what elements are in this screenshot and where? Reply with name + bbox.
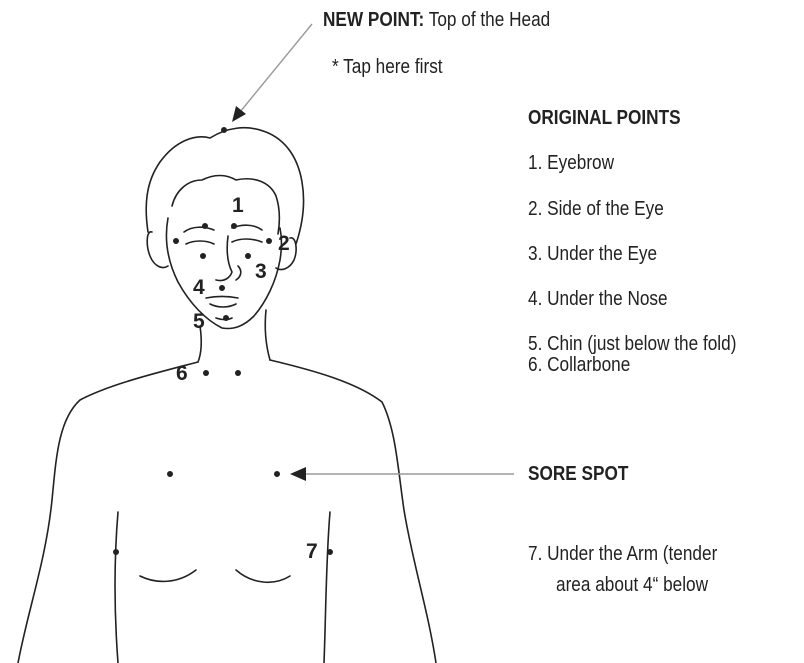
under-arm-line-1: 7. Under the Arm (tender bbox=[528, 542, 717, 566]
left-shoulder-arm bbox=[18, 362, 198, 663]
original-point-2: 2. Side of the Eye bbox=[528, 197, 664, 221]
figure-label-1: 1 bbox=[232, 194, 244, 217]
original-point-6: 6. Collarbone bbox=[528, 353, 630, 377]
point-top-of-head bbox=[221, 127, 227, 133]
figure-label-5: 5 bbox=[193, 310, 205, 333]
nose bbox=[216, 236, 232, 281]
new-point-label: NEW POINT: bbox=[323, 9, 424, 31]
new-point-arrow bbox=[232, 24, 312, 122]
original-point-1: 1. Eyebrow bbox=[528, 151, 614, 175]
point-chin bbox=[223, 315, 229, 321]
point-under-eye-right bbox=[245, 253, 251, 259]
figure-label-7: 7 bbox=[306, 540, 318, 563]
figure-label-3: 3 bbox=[255, 260, 267, 283]
neck-right bbox=[265, 310, 270, 360]
figure-label-6: 6 bbox=[176, 362, 188, 385]
left-ear bbox=[147, 232, 168, 268]
mouth bbox=[206, 297, 238, 299]
sore-spot-label: SORE SPOT bbox=[528, 462, 628, 486]
right-shoulder-arm bbox=[270, 360, 436, 663]
point-sore-right bbox=[274, 471, 280, 477]
point-side-eye-left bbox=[173, 238, 179, 244]
point-under-arm-left bbox=[113, 549, 119, 555]
hairline bbox=[172, 176, 279, 235]
left-torso bbox=[115, 512, 118, 663]
point-collarbone-left bbox=[203, 370, 209, 376]
right-torso bbox=[324, 512, 330, 663]
hair-outline bbox=[146, 128, 303, 244]
figure-label-2: 2 bbox=[278, 232, 290, 255]
under-arm-line-2: area about 4“ below bbox=[556, 573, 708, 597]
point-collarbone-right bbox=[235, 370, 241, 376]
point-under-nose bbox=[219, 285, 225, 291]
point-eyebrow-left bbox=[202, 223, 208, 229]
new-point-heading: NEW POINT: Top of the Head bbox=[323, 8, 550, 32]
point-side-eye-right bbox=[266, 238, 272, 244]
left-eye bbox=[186, 241, 214, 244]
original-points-heading: ORIGINAL POINTS bbox=[528, 106, 681, 130]
right-pectoral bbox=[236, 570, 290, 582]
original-point-3: 3. Under the Eye bbox=[528, 242, 657, 266]
figure-label-4: 4 bbox=[193, 276, 205, 299]
right-eye bbox=[232, 239, 262, 242]
point-under-eye-left bbox=[200, 253, 206, 259]
new-point-text: Top of the Head bbox=[429, 9, 550, 31]
point-sore-left bbox=[167, 471, 173, 477]
point-eyebrow-right bbox=[231, 223, 237, 229]
new-point-note: * Tap here first bbox=[332, 55, 443, 79]
left-eyebrow bbox=[184, 227, 214, 232]
original-point-4: 4. Under the Nose bbox=[528, 287, 668, 311]
point-under-arm-right bbox=[327, 549, 333, 555]
left-pectoral bbox=[140, 570, 196, 581]
sore-spot-arrow bbox=[290, 467, 514, 481]
